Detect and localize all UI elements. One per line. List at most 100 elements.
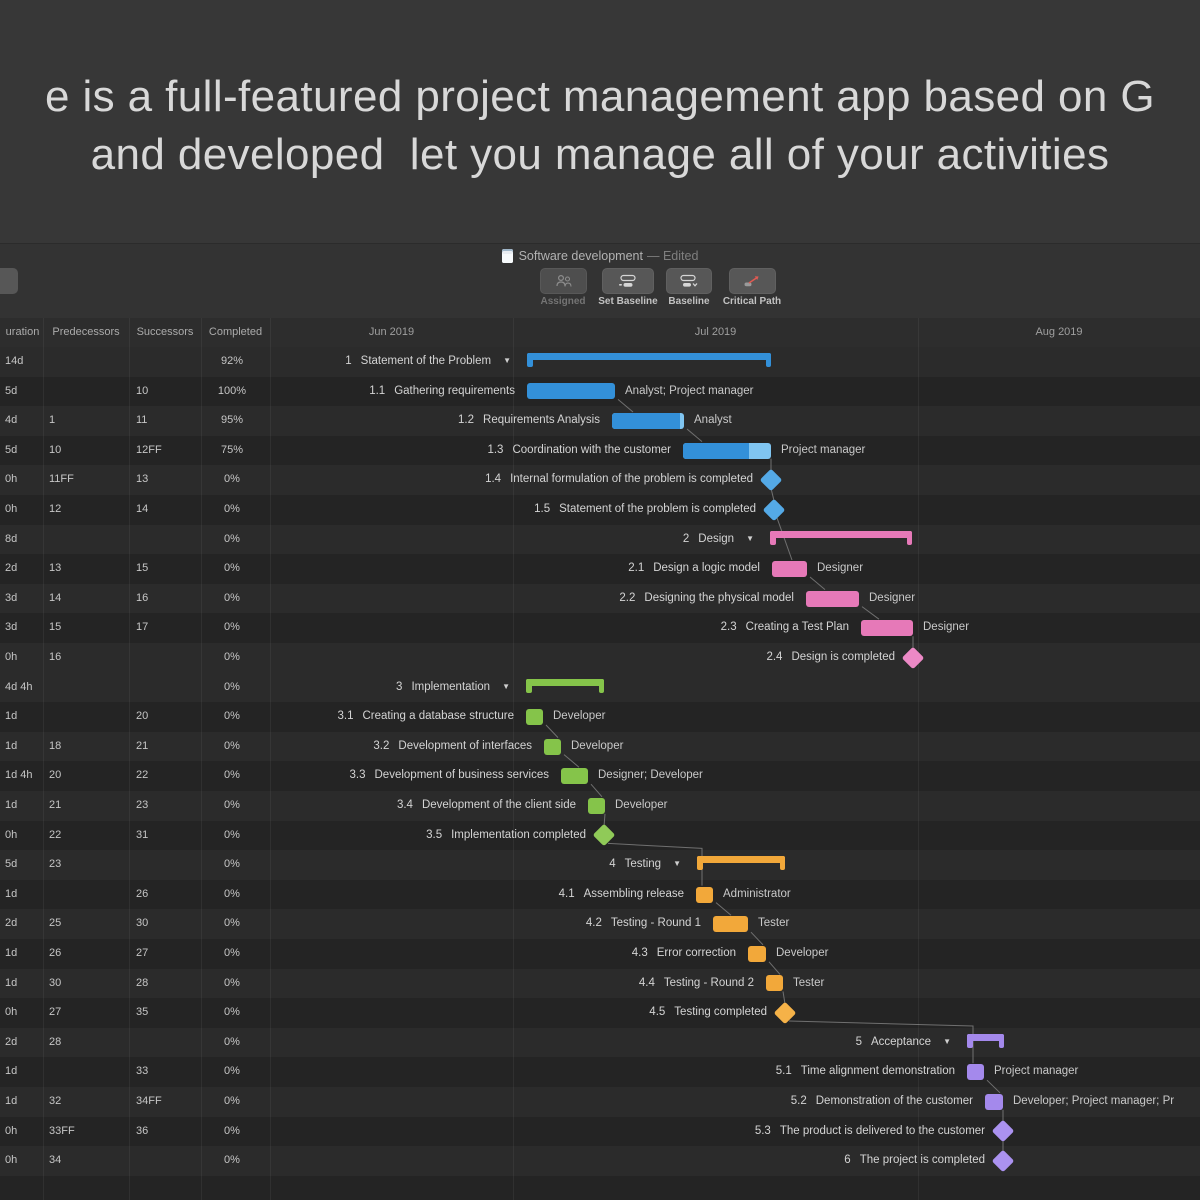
baseline-button[interactable] [666,268,712,294]
predecessors-cell: 11FF [49,473,74,486]
gantt-row[interactable] [0,643,1200,673]
duration-cell: 1d [5,710,18,723]
summary-bar[interactable] [967,1033,1004,1048]
task-name: Testing - Round 1 [610,917,701,930]
task-bar[interactable] [766,975,783,992]
gantt-row[interactable] [0,554,1200,584]
task-bar[interactable] [612,413,684,429]
column-header-duration[interactable]: uration [5,326,40,338]
duration-cell: 0h [5,503,18,515]
resource-label: Tester [758,917,790,930]
gantt-row[interactable] [0,465,1200,495]
completed-cell: 0% [224,621,240,634]
task-bar[interactable] [526,709,543,725]
resource-label: Tester [793,976,825,989]
task-bar[interactable] [561,768,588,785]
predecessors-cell: 34 [49,1154,62,1167]
task-bar[interactable] [713,916,748,933]
gantt-row[interactable] [0,583,1200,614]
summary-bar[interactable] [697,856,785,871]
predecessors-cell: 18 [49,739,62,752]
predecessors-cell: 27 [49,1006,62,1019]
gantt-row[interactable] [0,731,1200,762]
column-divider [129,318,130,1200]
task-name: Error correction [656,947,736,959]
summary-bar-top [770,530,912,538]
task-bar-progress [683,442,749,459]
duration-cell: 0h [5,1124,18,1137]
successors-cell [136,347,198,377]
summary-bar[interactable] [526,678,604,693]
gantt-row[interactable] [0,524,1200,555]
collapse-arrow-icon[interactable]: ▼ [673,859,681,869]
task-bar[interactable] [748,945,766,962]
gantt-row[interactable] [0,850,1200,880]
duration-cell: 0h [5,828,18,841]
completed-cell: 0% [224,710,240,723]
collapse-arrow-icon[interactable]: ▼ [503,356,511,365]
completed-cell: 92% [220,355,244,367]
gantt-row[interactable] [0,761,1200,791]
completed-cell: 0% [224,1154,240,1167]
gantt-row[interactable] [0,939,1200,969]
predecessors-cell: 30 [49,976,62,989]
task-name: Creating a database structure [362,710,514,723]
task-wbs: 3.1 [337,710,354,723]
task-bar[interactable] [806,590,859,607]
duration-cell: 5d [5,443,18,456]
task-bar[interactable] [527,383,615,400]
headline-line1: e is a full-featured project management … [44,72,1156,121]
connector-line [776,517,793,561]
summary-bar-hook [967,1033,973,1048]
gantt-row[interactable] [0,347,1200,377]
completed-cell: 0% [224,917,240,930]
gantt-row[interactable] [0,1057,1200,1087]
set-baseline-button[interactable] [602,268,654,294]
gantt-row[interactable] [0,702,1200,732]
column-header-successors[interactable]: Successors [136,326,194,338]
collapse-arrow-icon[interactable]: ▼ [502,681,510,691]
gantt-row[interactable] [0,613,1200,643]
predecessors-cell: 13 [49,562,62,575]
gantt-row[interactable] [0,495,1200,525]
summary-bar-hook [998,1033,1004,1048]
gantt-row[interactable] [0,909,1200,939]
gantt-row[interactable] [0,435,1200,466]
task-bar[interactable] [967,1064,984,1081]
assigned-button[interactable] [540,268,587,294]
gantt-row[interactable] [0,998,1200,1028]
successors-cell [136,643,198,673]
predecessors-cell: 12 [49,503,62,515]
predecessors-cell: 28 [49,1035,62,1048]
collapse-arrow-icon[interactable]: ▼ [746,533,754,543]
task-bar[interactable] [588,797,605,814]
task-bar[interactable] [683,442,771,459]
task-wbs: 4.1 [558,887,575,900]
gantt-row[interactable] [0,968,1200,999]
collapse-arrow-icon[interactable]: ▼ [943,1036,951,1046]
task-bar[interactable] [985,1093,1003,1110]
completed-cell: 75% [220,443,244,456]
task-bar[interactable] [696,886,713,903]
window-titlebar[interactable]: Software development — Edited [0,248,1200,264]
summary-bar[interactable] [527,353,771,367]
successors-cell: 13 [136,473,149,486]
document-icon [501,249,513,263]
summary-bar[interactable] [770,530,912,545]
predecessors-cell: 32 [49,1095,62,1107]
duration-cell: 8d [5,532,18,545]
task-bar[interactable] [861,620,913,637]
task-bar[interactable] [772,561,807,577]
predecessors-cell [49,673,125,703]
gantt-row[interactable] [0,406,1200,436]
task-bar[interactable] [544,738,561,755]
column-header-predecessors[interactable]: Predecessors [52,326,120,338]
column-header-completed[interactable]: Completed [208,326,263,338]
critical-path-button[interactable] [729,268,776,294]
gantt-row[interactable] [0,879,1200,910]
clipped-toolbar-button[interactable] [0,268,18,294]
